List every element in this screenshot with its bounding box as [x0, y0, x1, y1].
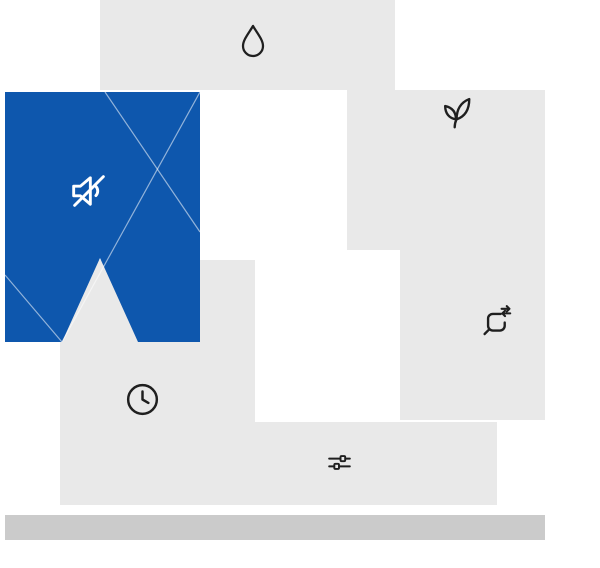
ribbon-shape: [5, 92, 200, 342]
sliders-icon: [328, 455, 351, 470]
clock-icon: [126, 383, 159, 416]
tile-sliders: [200, 422, 497, 505]
ribbon-banner: [5, 92, 200, 342]
tile-water-drop: [100, 0, 395, 90]
tile-plug-sync: [400, 250, 545, 420]
bottom-bar: [5, 515, 545, 540]
tile-leaf: [347, 90, 545, 250]
speaker-mute-icon: [72, 175, 105, 207]
water-drop-icon: [241, 24, 265, 58]
leaf-icon: [443, 97, 471, 129]
plug-sync-icon: [483, 305, 512, 336]
